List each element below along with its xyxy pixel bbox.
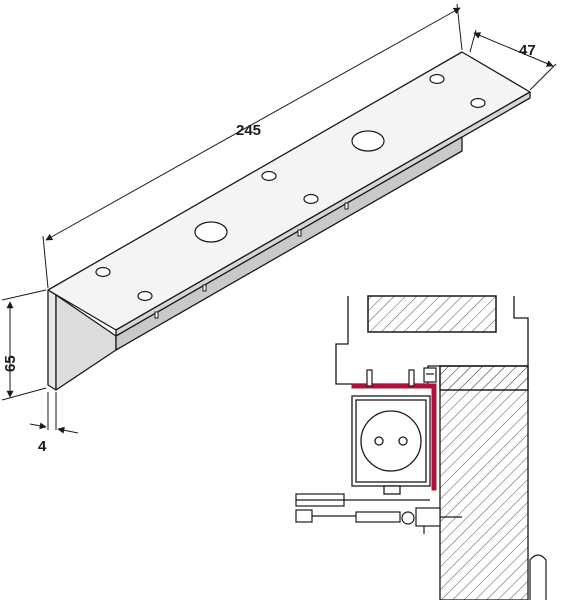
wall-hatched: [439, 365, 529, 600]
depth-dimension: [473, 32, 554, 67]
small-hole-icon: [429, 73, 445, 85]
height-label: 65: [2, 355, 19, 372]
length-dimension: [45, 7, 461, 241]
bracket-top-flange: [47, 51, 531, 331]
wall-top-hatched: [439, 365, 529, 391]
large-hole-icon: [351, 130, 385, 152]
length-label: 245: [236, 122, 261, 139]
installation-section: [295, 295, 547, 600]
arm-pivot-icon: [401, 511, 415, 525]
small-hole-icon: [95, 266, 111, 278]
bracket-vertical-web: [47, 289, 57, 391]
door-leaf: [529, 554, 547, 600]
wall-section: [439, 365, 529, 600]
door-closer-body: [351, 395, 431, 495]
closer-spindle-icon: [360, 410, 422, 472]
door-frame-profile: [335, 295, 529, 385]
bracket-screws: [366, 367, 437, 387]
bracket-section-highlight: [351, 383, 437, 491]
small-hole-icon: [470, 97, 486, 109]
small-hole-icon: [261, 170, 277, 182]
thickness-label: 4: [38, 438, 47, 455]
depth-label: 47: [519, 42, 536, 59]
small-hole-icon: [303, 193, 319, 205]
closer-arm: [295, 493, 462, 534]
lintel-hatched: [367, 295, 497, 333]
small-hole-icon: [137, 290, 153, 302]
large-hole-icon: [194, 221, 228, 243]
dimension-lines: [1, 3, 557, 434]
